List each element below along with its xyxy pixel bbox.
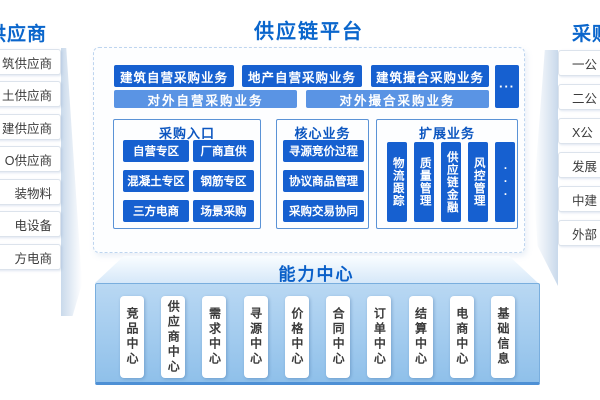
capability-card-label: 供应商中心	[166, 299, 181, 375]
capability-card: 寻源中心	[243, 296, 268, 378]
capability-card-label: 合同中心	[331, 307, 346, 367]
business-button: 建筑撮合采购业务	[371, 65, 489, 87]
capability-card-label: 需求中心	[207, 307, 222, 367]
extended-bar-more: ···	[495, 142, 515, 222]
supplier-item: 电设备	[0, 211, 61, 237]
business-button: 建筑自营采购业务	[114, 65, 234, 87]
purchaser-item: X公	[558, 118, 600, 144]
entry-button: 混凝土专区	[123, 170, 189, 192]
supplier-item: 土供应商	[0, 81, 61, 107]
supplier-item: 建供应商	[0, 114, 61, 140]
left-column-3d-shadow	[61, 48, 82, 316]
core-button: 协议商品管理	[283, 170, 364, 192]
panel-core-business: 核心业务 寻源竞价过程 协议商品管理 采购交易协同	[276, 119, 369, 229]
capability-card-label: 寻源中心	[248, 307, 263, 367]
platform-title: 供应链平台	[254, 21, 364, 43]
panel-procurement-entry: 采购入口 自营专区 厂商直供 混凝土专区 钢筋专区 三方电商 场景采购	[113, 119, 261, 229]
panel-title: 核心业务	[294, 126, 351, 141]
extended-bar: 物流跟踪	[387, 142, 407, 222]
supplier-item: 筑供应商	[0, 49, 61, 75]
capability-card: 供应商中心	[161, 296, 186, 378]
panel-extended-business: 扩展业务 物流跟踪 质量管理 供应链金融 风控管理 ···	[376, 119, 518, 229]
capability-card: 合同中心	[326, 296, 351, 378]
extended-bar-label: 风控管理	[472, 157, 485, 207]
capability-box: 竞品中心 供应商中心 需求中心 寻源中心 价格中心 合同中心 订单中心 结算中心…	[95, 283, 540, 385]
right-column-3d-shadow	[534, 50, 558, 286]
extended-bar: 风控管理	[468, 142, 488, 222]
purchaser-item: 外部	[558, 220, 600, 246]
capability-title: 能力中心	[278, 265, 355, 284]
capability-card: 结算中心	[408, 296, 433, 378]
suppliers-column-title: 供应商	[0, 24, 48, 45]
entry-button: 厂商直供	[193, 140, 254, 162]
supplier-item: 方电商	[0, 244, 61, 270]
core-button: 采购交易协同	[283, 200, 364, 222]
purchaser-item: 一公	[558, 50, 600, 76]
business-button: 对外撮合采购业务	[306, 90, 489, 108]
capability-card-label: 基础信息	[495, 307, 510, 367]
panel-title: 扩展业务	[418, 126, 475, 141]
purchaser-item: 二公	[558, 84, 600, 110]
purchaser-item: 中建	[558, 186, 600, 212]
panel-title: 采购入口	[158, 126, 215, 141]
entry-button: 场景采购	[193, 200, 254, 222]
capability-card-label: 订单中心	[372, 307, 387, 367]
capability-card: 竞品中心	[120, 296, 144, 378]
more-ellipsis: ···	[495, 65, 519, 108]
capability-lid: 能力中心	[95, 256, 538, 283]
platform-panel: 建筑自营采购业务 地产自营采购业务 建筑撮合采购业务 ··· 对外自营采购业务 …	[93, 47, 525, 253]
extended-bar-label: 供应链金融	[445, 150, 458, 214]
extended-bar-label: 物流跟踪	[391, 157, 404, 207]
supplier-item: O供应商	[0, 146, 61, 172]
purchasers-column-title: 采购	[572, 24, 600, 45]
capability-card: 订单中心	[367, 296, 392, 378]
capability-card-label: 竞品中心	[125, 307, 139, 367]
capability-card: 基础信息	[490, 296, 515, 378]
capability-card: 需求中心	[202, 296, 227, 378]
capability-card: 电商中心	[449, 296, 474, 378]
entry-button: 自营专区	[123, 140, 189, 162]
capability-card-label: 价格中心	[289, 307, 304, 367]
supplier-item: 装物料	[0, 179, 61, 205]
business-button: 对外自营采购业务	[114, 90, 297, 108]
business-button: 地产自营采购业务	[242, 65, 362, 87]
extended-bar: 质量管理	[414, 142, 434, 222]
capability-card: 价格中心	[284, 296, 309, 378]
capability-card-label: 结算中心	[413, 307, 428, 367]
extended-bar: 供应链金融	[441, 142, 461, 222]
core-button: 寻源竞价过程	[283, 140, 364, 162]
entry-button: 钢筋专区	[193, 170, 254, 192]
extended-bar-label: ···	[499, 162, 512, 202]
entry-button: 三方电商	[123, 200, 189, 222]
extended-bar-label: 质量管理	[418, 157, 431, 207]
purchaser-item: 发展	[558, 152, 600, 178]
capability-card-label: 电商中心	[454, 307, 469, 367]
